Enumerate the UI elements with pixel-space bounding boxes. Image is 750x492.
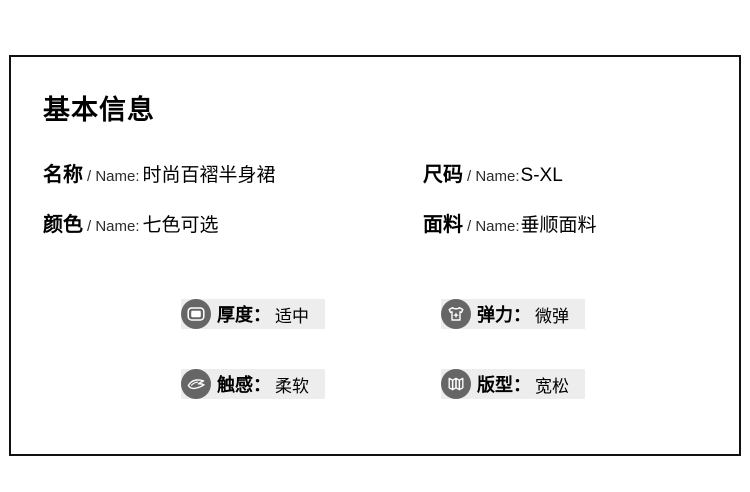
chip-separator: ： [253,305,271,325]
wavy-cloth-icon [181,369,211,399]
chip-key: 弹力 [477,305,513,325]
spec-en-label: / Name: [467,218,520,235]
chip-slot: 弹力 ： 微弹 [441,299,701,369]
spec-value: 时尚百褶半身裙 [142,165,276,186]
chip-key: 版型 [477,375,513,395]
chip-row: 厚度 ： 适中 弹力 ： [181,299,701,369]
chip-key: 触感 [217,375,253,395]
spec-value: S-XL [520,165,563,186]
chip-separator: ： [513,305,531,325]
chip-slot: 版型 ： 宽松 [441,369,701,439]
chip-thickness: 厚度 ： 适中 [181,299,325,329]
chip-key: 厚度 [217,305,253,325]
chip-value: 柔软 [275,376,309,396]
spec-label: 面料 [423,214,463,236]
chip-slot: 厚度 ： 适中 [181,299,441,369]
chip-slot: 触感 ： 柔软 [181,369,441,439]
spec-label: 名称 [43,164,83,186]
chip-value: 适中 [275,306,309,326]
spec-product-size: 尺码 / Name: S-XL [423,158,703,187]
spec-row: 名称 / Name: 时尚百褶半身裙 尺码 / Name: S-XL [43,158,703,208]
spec-label: 尺码 [423,164,463,186]
spec-en-label: / Name: [87,168,140,185]
chip-value: 微弹 [535,306,569,326]
attribute-chip-grid: 厚度 ： 适中 弹力 ： [181,299,701,439]
spec-row: 颜色 / Name: 七色可选 面料 / Name: 垂顺面料 [43,208,703,258]
spec-product-color: 颜色 / Name: 七色可选 [43,208,423,237]
pleated-panel-icon [441,369,471,399]
chip-separator: ： [513,375,531,395]
chip-value: 宽松 [535,376,569,396]
spec-en-label: / Name: [87,218,140,235]
basic-info-card: 基本信息 名称 / Name: 时尚百褶半身裙 尺码 / Name: S-XL … [9,55,741,456]
spec-value: 七色可选 [142,215,219,236]
spec-value: 垂顺面料 [520,215,597,236]
chip-texture: 触感 ： 柔软 [181,369,325,399]
chip-row: 触感 ： 柔软 [181,369,701,439]
chip-fit: 版型 ： 宽松 [441,369,585,399]
spec-label: 颜色 [43,214,83,236]
folded-fabric-icon [181,299,211,329]
chip-elasticity: 弹力 ： 微弹 [441,299,585,329]
spec-product-name: 名称 / Name: 时尚百褶半身裙 [43,158,423,187]
page-title: 基本信息 [43,95,155,125]
spec-grid: 名称 / Name: 时尚百褶半身裙 尺码 / Name: S-XL 颜色 / … [43,158,703,258]
spec-en-label: / Name: [467,168,520,185]
spec-product-fabric: 面料 / Name: 垂顺面料 [423,208,703,237]
tshirt-stretch-icon [441,299,471,329]
chip-separator: ： [253,375,271,395]
